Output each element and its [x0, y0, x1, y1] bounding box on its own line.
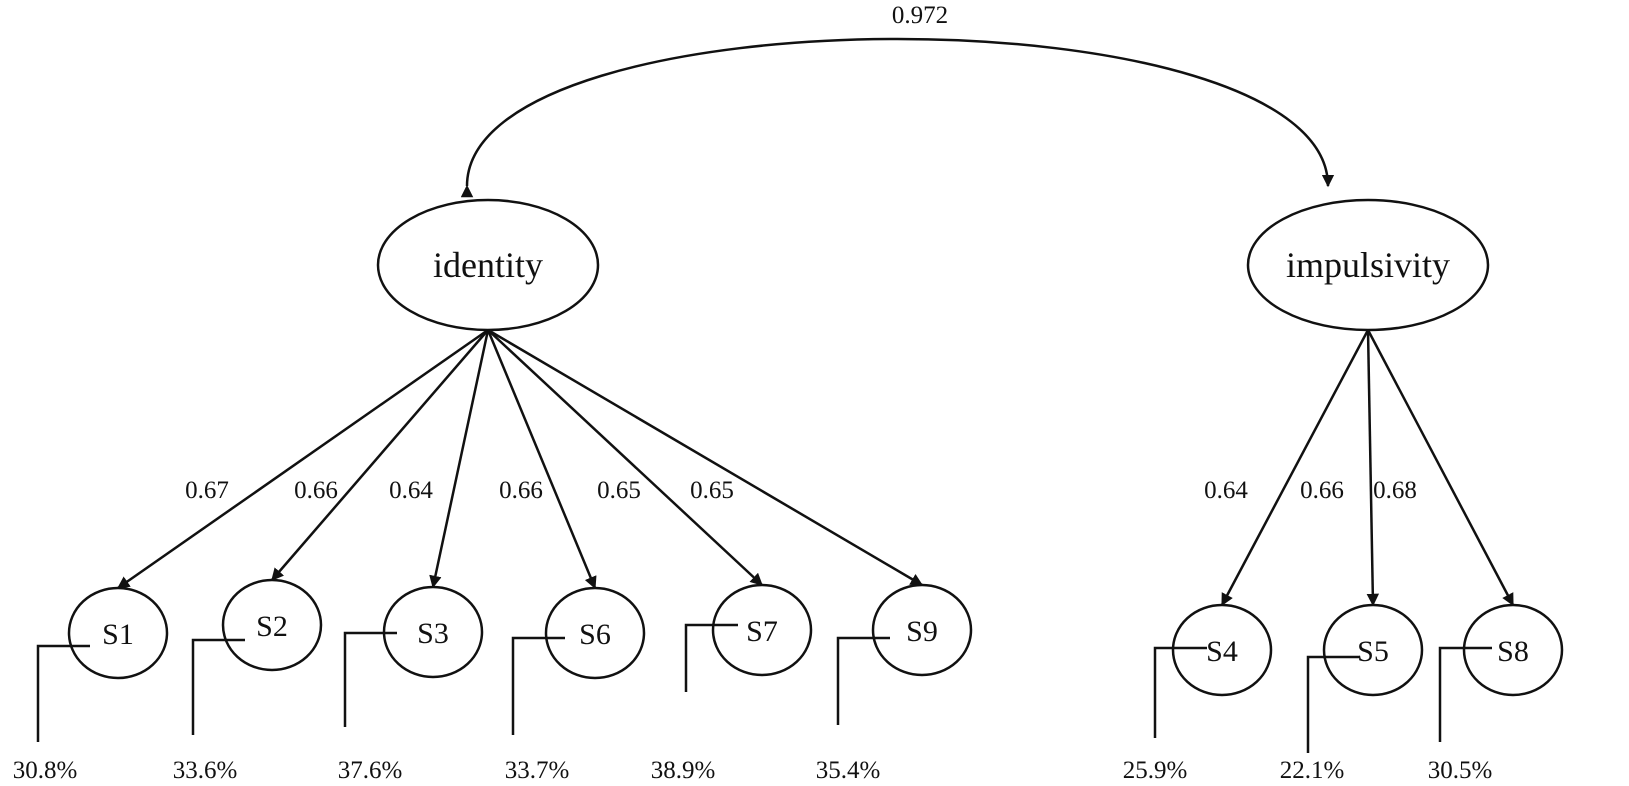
error-variance: 30.5%	[1428, 757, 1493, 784]
correlation-arc	[460, 37, 1335, 198]
loading-arrow	[487, 329, 763, 586]
loading-value: 0.66	[1300, 477, 1344, 504]
indicator-label: S1	[102, 618, 134, 651]
latent-impulsivity: impulsivity	[1246, 198, 1490, 332]
loading-arrow	[1220, 329, 1370, 607]
error-variance: 33.6%	[173, 757, 238, 784]
indicator-circle	[1322, 603, 1424, 697]
error-variance: 37.6%	[338, 757, 403, 784]
indicator-label: S8	[1497, 635, 1529, 668]
indicator-label: S5	[1357, 635, 1389, 668]
error-bracket	[511, 636, 565, 735]
error-bracket	[343, 631, 397, 727]
error-bracket	[684, 623, 738, 692]
error-bracket	[836, 636, 890, 725]
indicator-label: S7	[746, 615, 778, 648]
loading-arrow	[487, 328, 924, 587]
error-variance: 25.9%	[1123, 757, 1188, 784]
loading-value: 0.65	[597, 477, 641, 504]
indicator-circle	[711, 583, 813, 677]
loading-value: 0.66	[294, 477, 338, 504]
loading-value: 0.65	[690, 477, 734, 504]
error-variance: 35.4%	[816, 757, 881, 784]
indicator-circle	[544, 586, 646, 680]
loading-arrow	[486, 329, 597, 590]
latent-label: impulsivity	[1286, 245, 1450, 285]
indicator-label: S6	[579, 618, 611, 651]
loading-arrow	[271, 329, 489, 581]
indicator-circle	[871, 583, 973, 677]
loading-value: 0.66	[499, 477, 543, 504]
indicator-label: S2	[256, 610, 288, 643]
latent-label: identity	[433, 245, 543, 285]
loading-arrow	[116, 328, 489, 590]
correlation-value: 0.972	[892, 2, 948, 29]
indicator-label: S4	[1206, 635, 1238, 668]
error-variance: 30.8%	[13, 757, 78, 784]
latent-identity: identity	[376, 198, 600, 332]
error-bracket	[191, 638, 245, 735]
error-bracket	[1306, 655, 1360, 753]
indicator-circle	[67, 586, 169, 680]
indicator-label: S9	[906, 615, 938, 648]
loading-arrow	[1366, 329, 1515, 607]
error-bracket	[1153, 646, 1207, 738]
loading-value: 0.64	[1204, 477, 1248, 504]
indicator-circle	[1462, 603, 1564, 697]
error-bracket	[36, 644, 90, 742]
error-variance: 38.9%	[651, 757, 716, 784]
loading-arrow	[429, 329, 490, 589]
indicator-label: S3	[417, 617, 449, 650]
loading-value: 0.67	[185, 477, 229, 504]
loading-arrow	[1366, 329, 1380, 607]
error-bracket	[1438, 646, 1492, 742]
indicator-circle	[1171, 603, 1273, 697]
error-variance: 22.1%	[1280, 757, 1345, 784]
indicator-circle	[221, 578, 323, 672]
loading-value: 0.68	[1373, 477, 1417, 504]
error-variance: 33.7%	[505, 757, 570, 784]
loading-value: 0.64	[389, 477, 433, 504]
